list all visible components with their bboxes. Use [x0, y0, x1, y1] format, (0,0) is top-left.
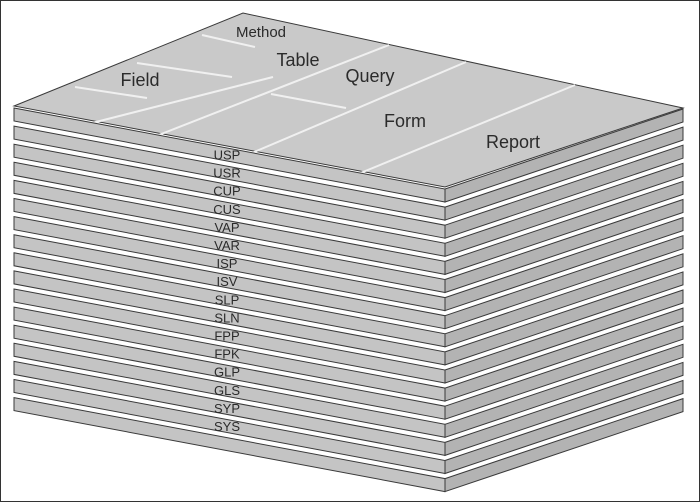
divider-line [136, 62, 233, 78]
divider-line [270, 93, 347, 109]
layer-label-fpk: FPK [214, 347, 240, 362]
top-face [12, 12, 685, 188]
layer-stack: USP USR CUP CUS VAP VAR ISP ISV SLP SLN FPP FPK GLP G… [13, 107, 684, 493]
layer-label-isp: ISP [217, 256, 238, 271]
layer-slab [13, 342, 684, 438]
layer-slab [13, 360, 684, 457]
layer-label-var: VAR [214, 238, 240, 253]
layer-side-face [444, 397, 684, 493]
layer-label-vap: VAP [214, 220, 239, 235]
layer-side-face [444, 144, 684, 239]
top-labels: Method Table Query Field Form Report [120, 24, 540, 152]
layer-label-sln: SLN [214, 310, 239, 325]
layer-slab [13, 179, 684, 276]
layer-label-cus: CUS [213, 202, 241, 217]
layer-slab [13, 234, 684, 330]
layer-side-face [444, 325, 684, 420]
layer-label-gls: GLS [214, 383, 240, 398]
layer-slab [13, 161, 684, 257]
layer-slab [13, 378, 684, 475]
layer-label-slp: SLP [215, 292, 240, 307]
layer-slab [13, 125, 684, 221]
layer-side-face [444, 343, 684, 438]
layer-slab [13, 252, 684, 348]
layer-label-usr: USR [213, 166, 240, 181]
layer-side-face [444, 108, 684, 203]
layer-side-face [444, 216, 684, 312]
layer-side-face [444, 379, 684, 475]
layer-side-face [444, 271, 684, 366]
layer-side-face [444, 126, 684, 221]
layer-label-usp: USP [214, 148, 241, 163]
layer-slab [13, 107, 684, 203]
divider-line [87, 76, 274, 125]
layer-slab [13, 288, 684, 384]
layer-label-glp: GLP [214, 365, 240, 380]
layer-side-face [444, 235, 684, 330]
layer-slab [13, 270, 684, 366]
report-label: Report [486, 132, 540, 152]
divider-line [232, 61, 467, 162]
divider-line [201, 34, 256, 48]
divider-line [340, 84, 576, 182]
layer-side-face [444, 289, 684, 384]
layer-slab [13, 396, 684, 493]
layer-slab [13, 215, 684, 312]
layer-label-cup: CUP [213, 184, 240, 199]
layer-label-syp: SYP [214, 401, 240, 416]
layer-side-face [444, 361, 684, 457]
layer-side-face [444, 253, 684, 348]
layer-slab [13, 306, 684, 402]
top-dividers [74, 34, 576, 182]
layer-side-face [444, 198, 684, 294]
layer-label-isv: ISV [217, 274, 238, 289]
divider-line [74, 86, 148, 99]
layer-side-face [444, 307, 684, 402]
query-label: Query [345, 66, 394, 86]
layer-slab [13, 143, 684, 239]
field-label: Field [120, 70, 159, 90]
method-label: Method [236, 24, 286, 41]
layer-label-sys: SYS [214, 419, 240, 434]
table-label: Table [276, 50, 319, 70]
layer-slab [13, 197, 684, 294]
layer-label-fpp: FPP [214, 329, 239, 344]
layer-slab [13, 324, 684, 420]
divider-line [150, 44, 390, 139]
layer-side-face [444, 180, 684, 276]
form-label: Form [384, 111, 426, 131]
layer-side-face [444, 162, 684, 257]
